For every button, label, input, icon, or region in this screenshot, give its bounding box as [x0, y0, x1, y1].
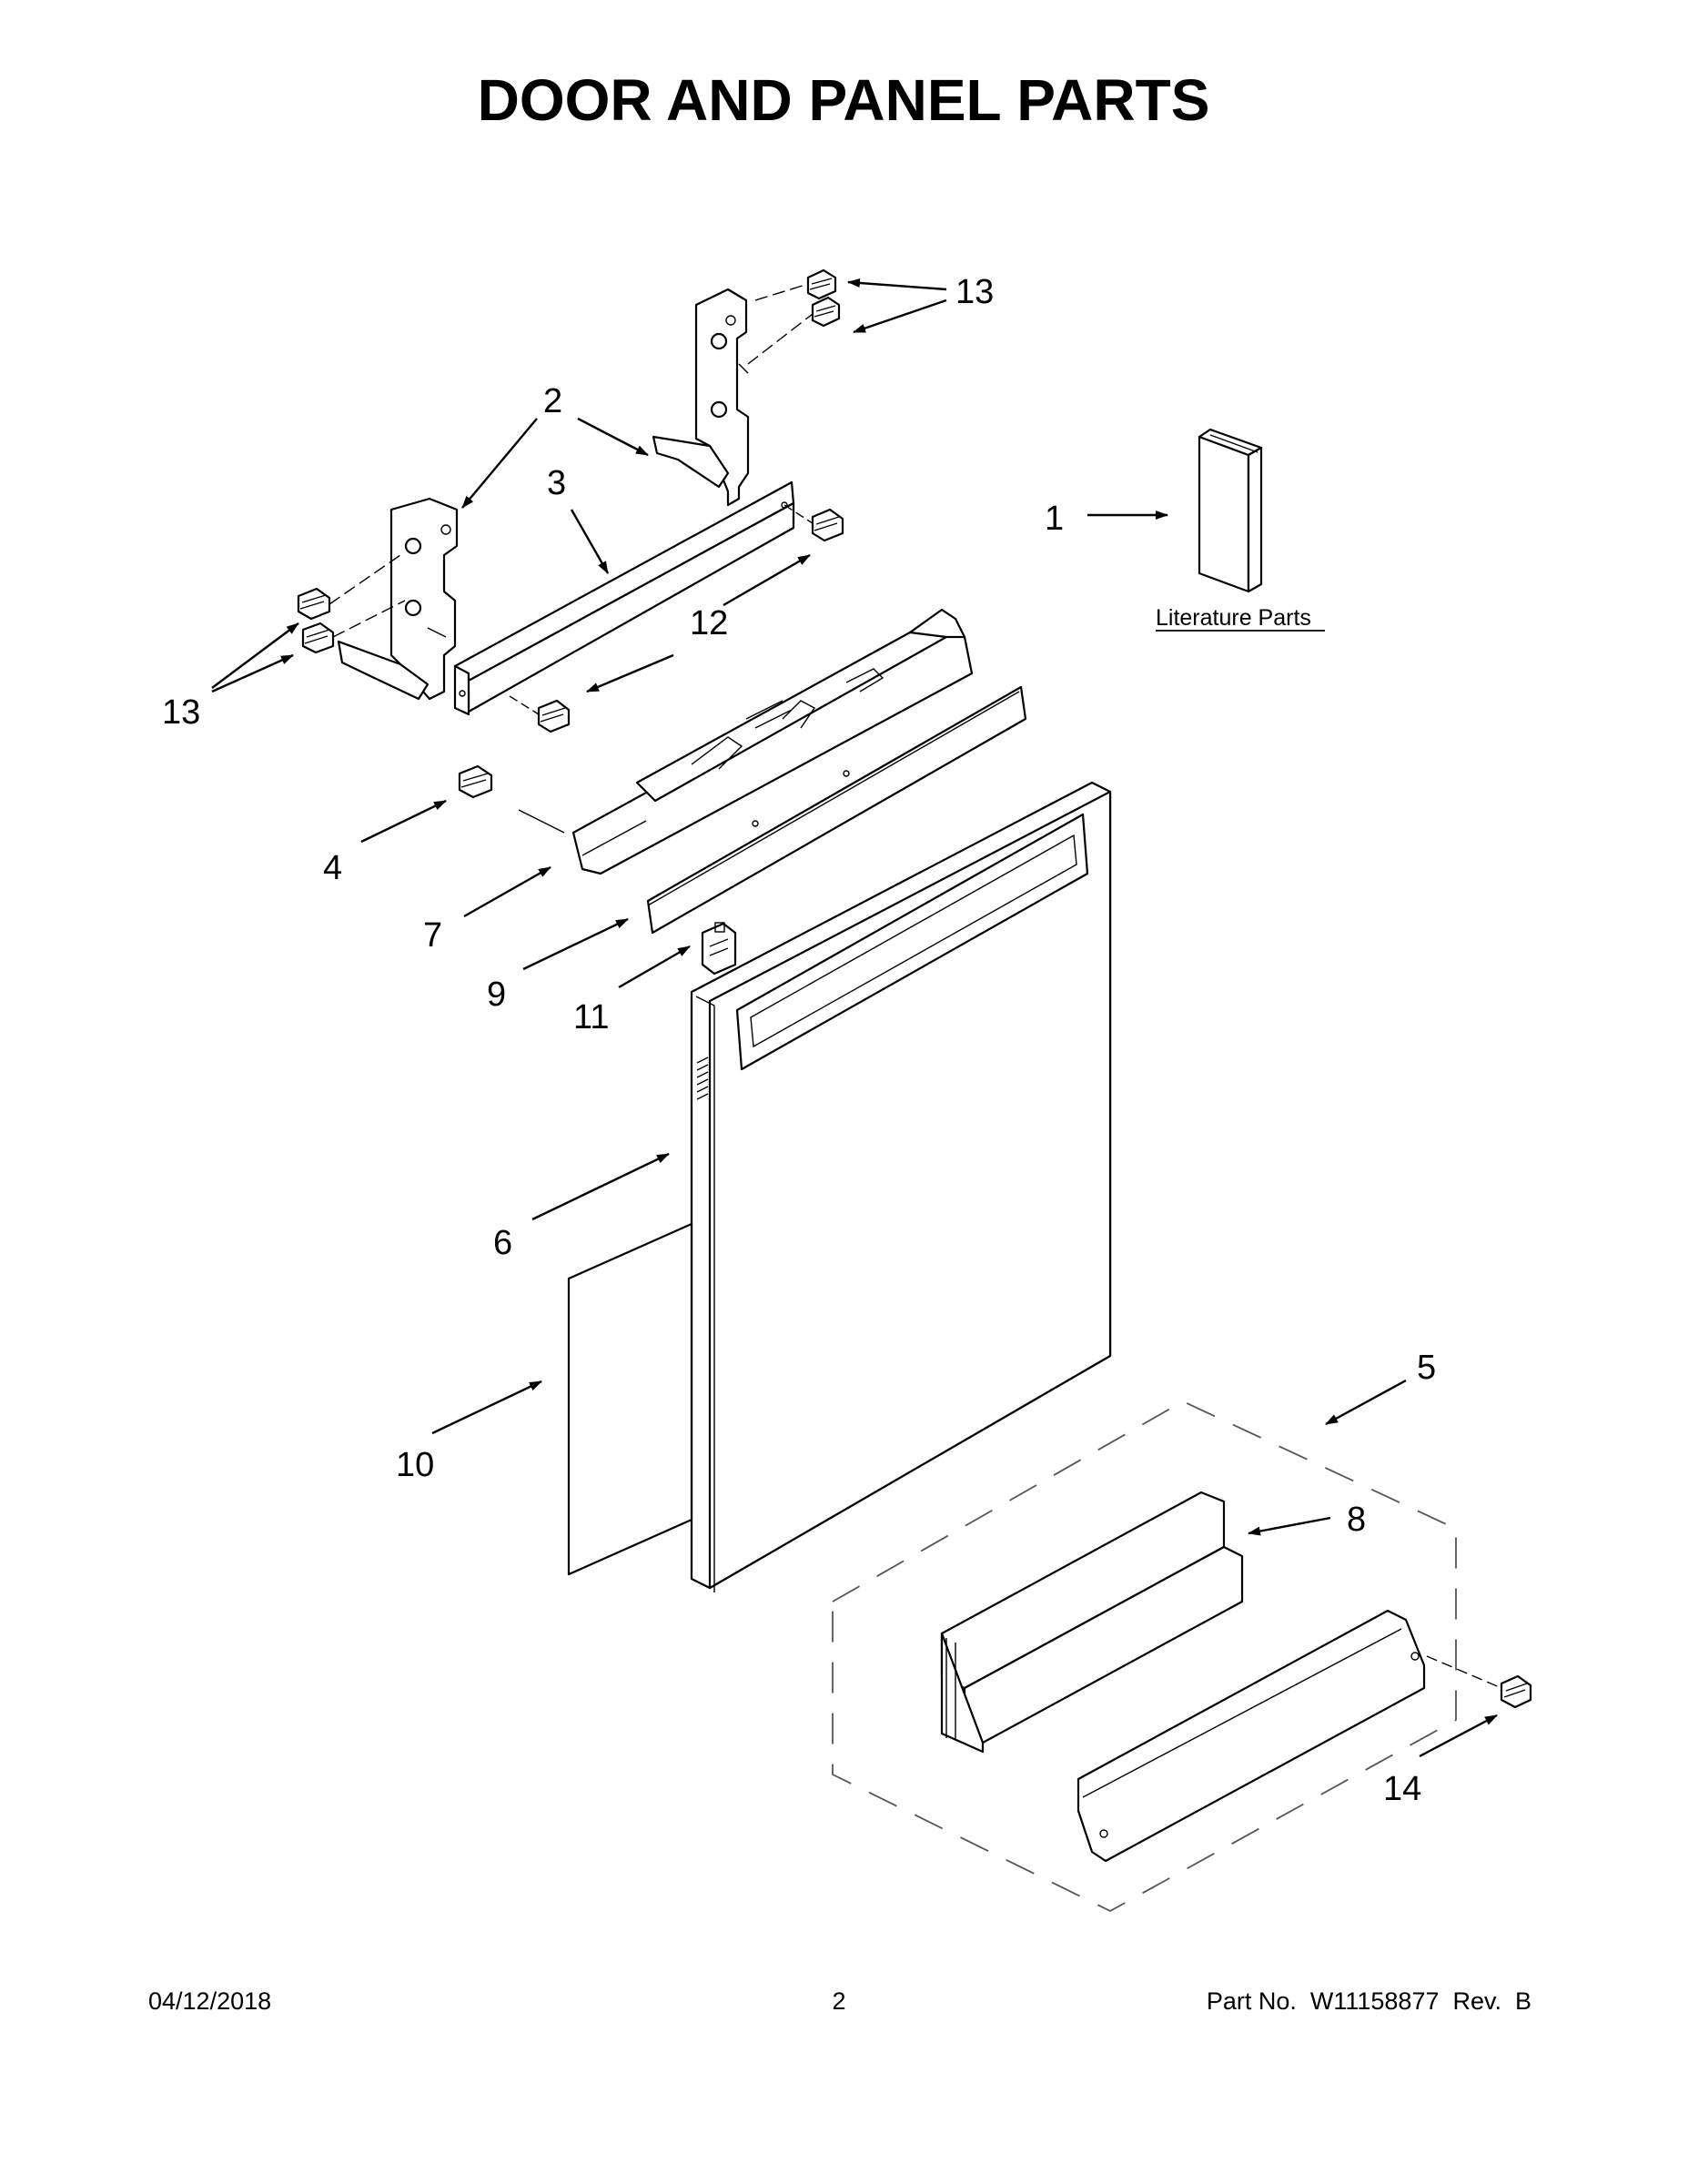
door-latch-illustration	[701, 922, 737, 976]
door-panel-illustration	[690, 781, 1112, 1592]
literature-parts-label[interactable]: Literature Parts	[1156, 605, 1311, 631]
callout-2[interactable]: 2	[543, 382, 562, 420]
leader-arrows	[211, 278, 1498, 1758]
screw-rail-right	[783, 504, 844, 542]
callout-5[interactable]: 5	[1417, 1349, 1436, 1387]
screw-left-1	[297, 554, 401, 621]
callout-12[interactable]: 12	[690, 604, 728, 642]
screw-top-1	[754, 268, 837, 301]
callout-11[interactable]: 11	[573, 998, 609, 1036]
control-panel-strip-illustration	[646, 685, 1027, 935]
callout-13-top[interactable]: 13	[955, 273, 994, 311]
footer-part-number: Part No. W11158877 Rev. B	[1207, 1987, 1531, 2015]
callout-14[interactable]: 14	[1383, 1770, 1421, 1808]
callout-7[interactable]: 7	[423, 916, 442, 955]
footer-date: 04/12/2018	[148, 1987, 271, 2015]
screw-part-4	[458, 764, 565, 834]
callout-10[interactable]: 10	[396, 1446, 434, 1484]
mounting-rail-illustration	[453, 480, 795, 716]
callout-13-left[interactable]: 13	[162, 693, 200, 732]
footer-page-number: 2	[832, 1987, 845, 2015]
toe-panel-illustration	[1076, 1609, 1426, 1863]
literature-parts-illustration	[1198, 428, 1263, 593]
callout-6[interactable]: 6	[493, 1224, 512, 1262]
kickplate-illustration	[940, 1491, 1244, 1754]
hinge-bracket-right	[652, 288, 750, 507]
screw-rail-left	[509, 695, 571, 733]
callout-8[interactable]: 8	[1347, 1501, 1366, 1539]
screw-top-2	[747, 296, 841, 365]
callout-9[interactable]: 9	[487, 976, 506, 1014]
door-vent-slots	[696, 1057, 709, 1100]
toe-panel-group-outline	[832, 1400, 1457, 1913]
callout-1[interactable]: 1	[1045, 500, 1064, 538]
callout-3[interactable]: 3	[547, 464, 566, 502]
screw-left-2	[301, 600, 406, 654]
screw-part-14	[1426, 1655, 1532, 1709]
insulation-pad-illustration	[567, 1222, 693, 1576]
page-title: DOOR AND PANEL PARTS	[478, 67, 1210, 133]
hinge-bracket-left	[337, 497, 459, 701]
console-illustration	[571, 608, 974, 875]
callout-4[interactable]: 4	[323, 849, 342, 887]
